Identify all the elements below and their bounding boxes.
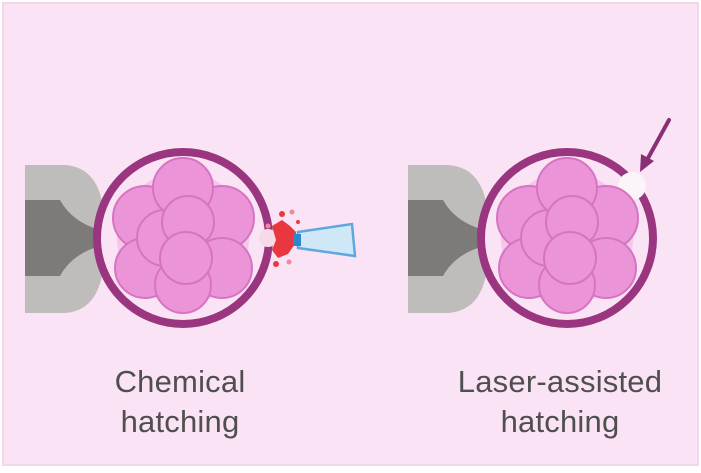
holding-pipette-icon	[25, 165, 105, 313]
embryo-icon	[93, 148, 273, 328]
caption-line: hatching	[120, 404, 240, 439]
caption-line: hatching	[500, 404, 620, 439]
caption-line: Laser-assisted	[457, 364, 663, 399]
caption-line: Chemical	[114, 364, 246, 399]
acid-splash-icon	[259, 209, 300, 267]
holding-pipette-icon	[408, 165, 489, 313]
caption-chemical-hatching: Chemical hatching	[60, 362, 300, 442]
laser-arrow-icon	[640, 118, 671, 172]
embryo-icon	[477, 148, 657, 328]
acid-needle-icon	[293, 222, 357, 258]
caption-laser-assisted-hatching: Laser-assisted hatching	[430, 362, 690, 442]
